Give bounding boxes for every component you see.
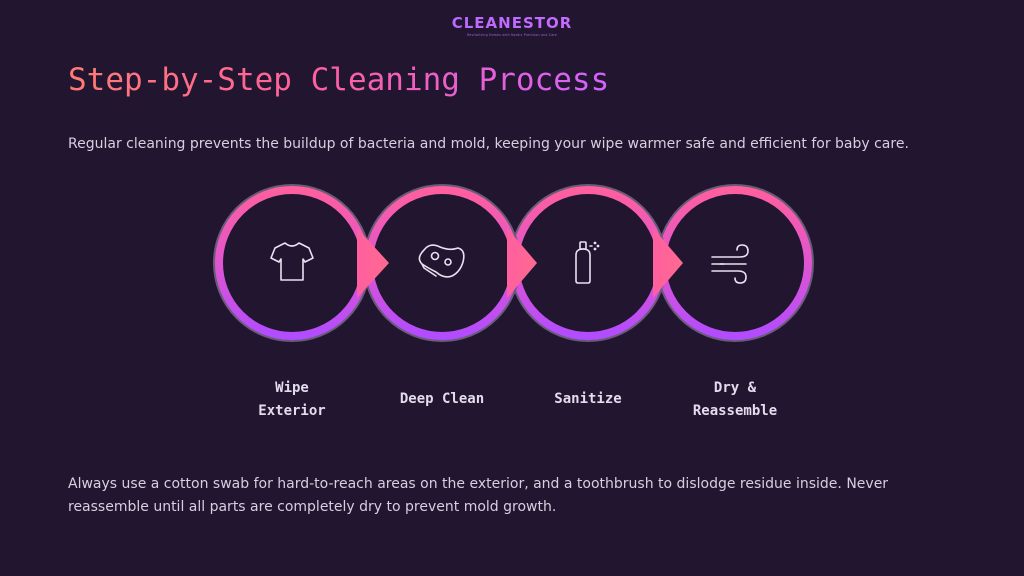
step-arrow-2 (507, 228, 537, 298)
brand-logo: CLEANESTOR Revitalizing Homes with Nordi… (0, 14, 1024, 37)
footer-note: Always use a cotton swab for hard-to-rea… (68, 476, 889, 515)
intro-text: Regular cleaning prevents the buildup of… (68, 136, 909, 152)
step-arrow-1 (357, 228, 389, 298)
step-ring-2 (363, 184, 537, 342)
brand-tagline: Revitalizing Homes with Nordic Precision… (467, 33, 557, 37)
brand-name: CLEANESTOR (0, 14, 1024, 32)
step-label-3: Sanitize (554, 391, 622, 407)
sponge-icon (418, 244, 465, 278)
page-title: Step-by-Step Cleaning Process (68, 62, 610, 98)
wind-icon (711, 244, 749, 284)
spray-bottle-icon (575, 241, 600, 284)
tshirt-icon (270, 242, 314, 281)
step-label-2: Deep Clean (399, 391, 485, 407)
step-ring-3 (509, 184, 683, 342)
step-label-1: Wipe Exterior (258, 380, 326, 419)
step-ring-4 (656, 184, 814, 342)
step-ring-1 (213, 184, 389, 342)
step-label-4: Dry & Reassemble (692, 380, 778, 419)
step-arrow-3 (653, 228, 683, 298)
